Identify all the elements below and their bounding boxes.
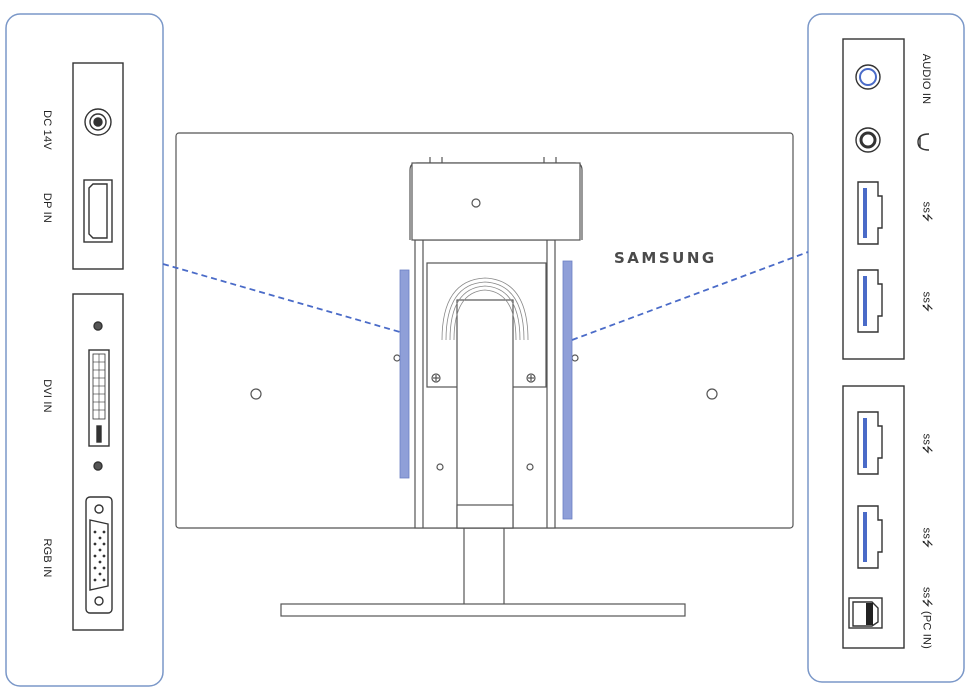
port-label-dp: DP IN xyxy=(41,192,53,224)
port-area-highlights xyxy=(399,260,573,520)
port-label-usb-3: ss⭍ xyxy=(920,433,933,455)
headphone-port xyxy=(855,127,881,153)
usb-port-4 xyxy=(857,505,883,569)
port-label-usb-upstream: ss⭍ (PC IN) xyxy=(920,586,933,650)
right-port-group-bottom xyxy=(842,385,905,649)
vga-port xyxy=(85,496,113,614)
port-label-usb-1: ss⭍ xyxy=(920,201,933,223)
stand-spring xyxy=(441,277,529,341)
usb-port-2 xyxy=(857,269,883,333)
left-port-group-bottom xyxy=(72,293,124,631)
displayport-port xyxy=(83,179,113,243)
port-label-dc: DC 14V xyxy=(41,110,53,150)
headphone-icon xyxy=(917,133,930,151)
port-label-usb-2: ss⭍ xyxy=(920,291,933,313)
port-label-audio-in: AUDIO IN xyxy=(920,53,932,105)
samsung-logo: SAMSUNG xyxy=(614,249,717,267)
dc-power-port xyxy=(84,108,112,136)
port-label-rgb: RGB IN xyxy=(41,538,53,578)
dvi-port xyxy=(88,321,110,471)
audio-in-port xyxy=(855,64,881,90)
port-label-usb-4: ss⭍ xyxy=(920,527,933,549)
port-label-dvi: DVI IN xyxy=(41,379,53,413)
usb-port-3 xyxy=(857,411,883,475)
monitor-body xyxy=(175,132,794,617)
right-port-group-top xyxy=(842,38,905,360)
usb-upstream-port xyxy=(848,597,883,629)
callout-leader-lines xyxy=(162,251,809,341)
usb-port-1 xyxy=(857,181,883,245)
left-port-group-top xyxy=(72,62,124,270)
